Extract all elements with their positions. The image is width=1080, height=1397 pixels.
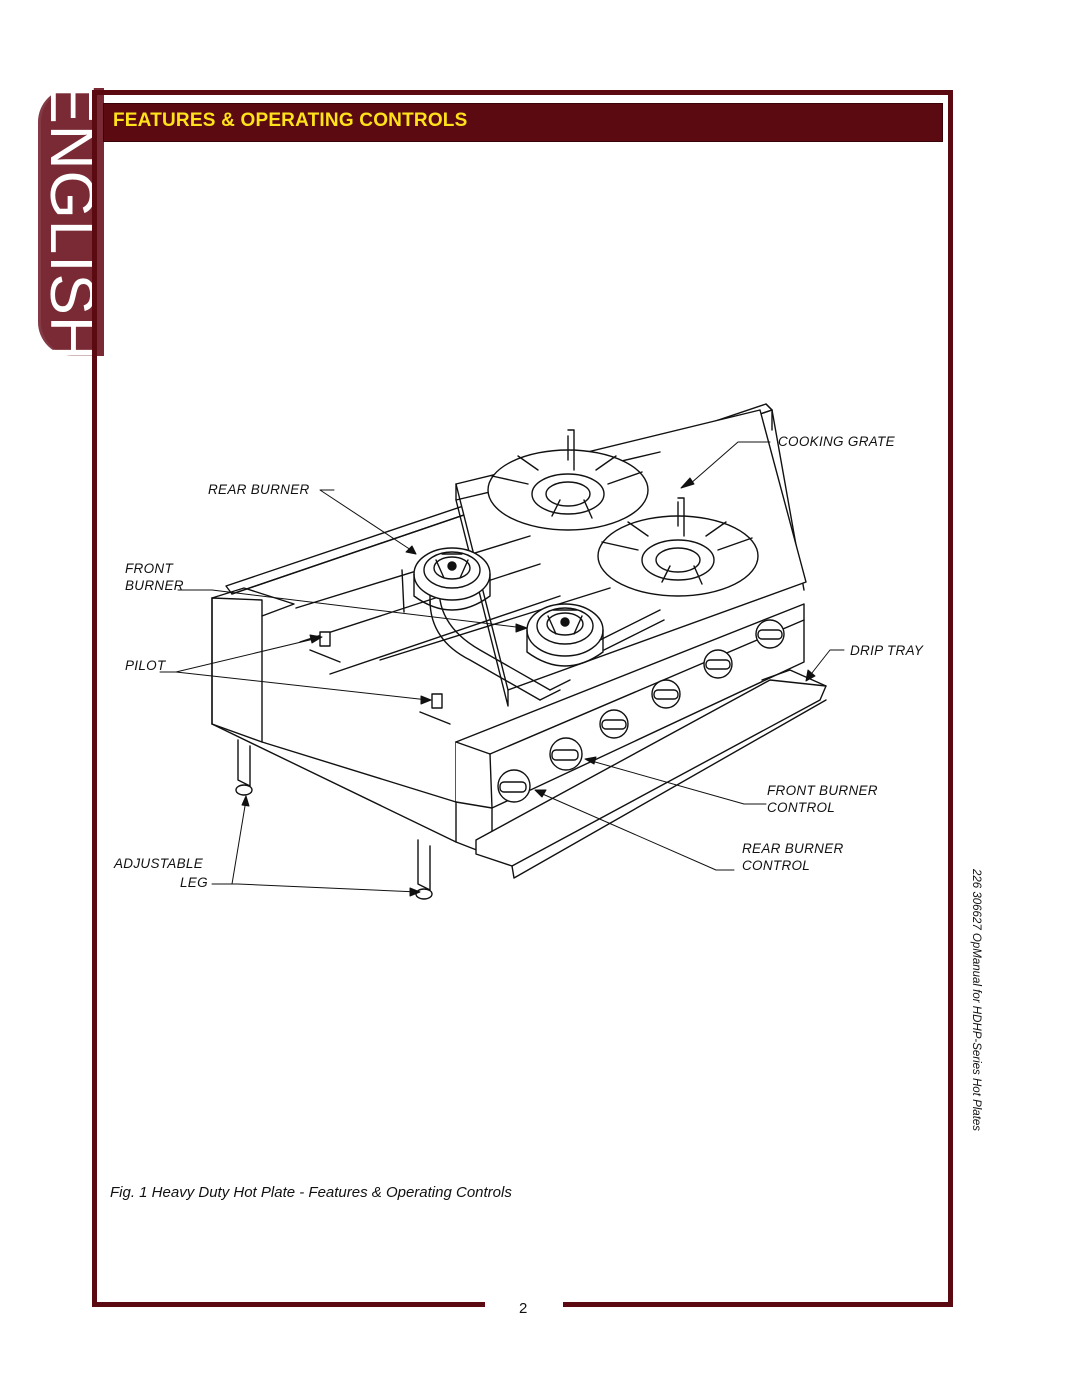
label-rear-burner-control-2: CONTROL: [742, 858, 811, 873]
page-frame-top: [92, 90, 953, 95]
page-frame-bottom-left: [92, 1302, 485, 1307]
label-front-burner-control-2: CONTROL: [767, 800, 836, 815]
document-reference-note: 226 306627 OpManual for HDHP-Series Hot …: [970, 868, 982, 1132]
page-frame-bottom-right: [563, 1302, 953, 1307]
label-adjustable-leg-2: LEG: [180, 875, 208, 890]
label-front-burner-1: FRONT: [125, 561, 173, 576]
front-burner-drawing: [526, 603, 604, 667]
page-frame-left: [92, 90, 97, 1307]
rear-burner-left-drawing: [413, 547, 491, 611]
callout-leader-lines: [159, 441, 845, 897]
control-knobs-drawing: [497, 619, 785, 803]
page-number: 2: [519, 1300, 528, 1317]
label-rear-burner: REAR BURNER: [208, 482, 310, 497]
label-cooking-grate: COOKING GRATE: [778, 434, 895, 449]
figure-caption: Fig. 1 Heavy Duty Hot Plate - Features &…: [110, 1184, 512, 1201]
label-drip-tray: DRIP TRAY: [850, 643, 924, 658]
section-title: FEATURES & OPERATING CONTROLS: [113, 110, 468, 131]
legs-drawing: [235, 739, 433, 900]
label-front-burner-2: BURNER: [125, 578, 184, 593]
label-pilot: PILOT: [125, 658, 166, 673]
cooking-grate-2-drawing: [597, 497, 759, 597]
label-rear-burner-control-1: REAR BURNER: [742, 841, 844, 856]
pilot-drawing: [309, 631, 451, 725]
label-adjustable-leg-1: ADJUSTABLE: [114, 856, 204, 871]
page-frame-right: [948, 90, 953, 1307]
section-header-bar: FEATURES & OPERATING CONTROLS: [103, 103, 943, 142]
cooking-grate-1-drawing: [487, 429, 649, 531]
label-front-burner-control-1: FRONT BURNER: [767, 783, 878, 798]
